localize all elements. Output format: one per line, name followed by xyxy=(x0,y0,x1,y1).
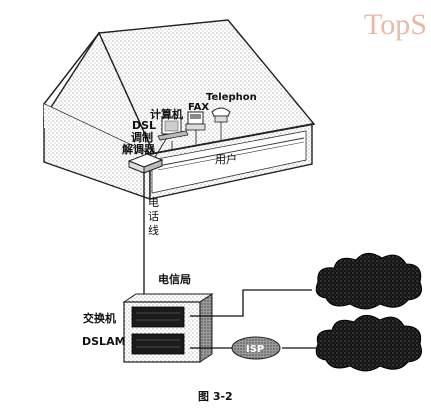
dslam-module xyxy=(131,333,185,355)
central-office-equipment xyxy=(122,293,214,363)
watermark-text: TopS xyxy=(364,8,427,41)
phone-network-cloud xyxy=(315,253,422,310)
switch-label: 交换机 xyxy=(83,311,116,325)
dsl-modem-label: DSL xyxy=(132,119,156,132)
dsl-modem-label-line2: 调制 xyxy=(131,130,153,144)
phone-line-label-2: 话 xyxy=(148,210,159,223)
isp-label: ISP xyxy=(246,344,264,355)
dsl-modem-icon xyxy=(127,153,164,174)
phone-line-label-1: 电 xyxy=(148,196,159,209)
dslam-label: DSLAM xyxy=(82,335,126,348)
internet-cloud xyxy=(315,315,422,372)
house-interior xyxy=(151,130,307,194)
central-office-label: 电信局 xyxy=(158,272,191,286)
switch-to-phone-network-link xyxy=(190,289,312,317)
computer-label: 计算机 xyxy=(150,107,183,121)
switch-module xyxy=(131,306,185,328)
telephone-label: Telephon xyxy=(206,92,257,103)
computer-icon xyxy=(157,117,189,141)
user-label: 用户 xyxy=(215,152,237,166)
dsl-modem-label-line3: 解调器 xyxy=(122,142,156,156)
fax-icon xyxy=(185,111,206,131)
fax-label: FAX xyxy=(188,102,209,113)
house: DSL 调制 解调器 计算机 FAX Telephon 用户 xyxy=(43,19,316,200)
phone-line-label-3: 线 xyxy=(148,223,159,237)
telephone-icon xyxy=(211,107,231,130)
figure-caption: 图 3-2 xyxy=(198,390,233,403)
isp-node: ISP xyxy=(231,336,281,360)
